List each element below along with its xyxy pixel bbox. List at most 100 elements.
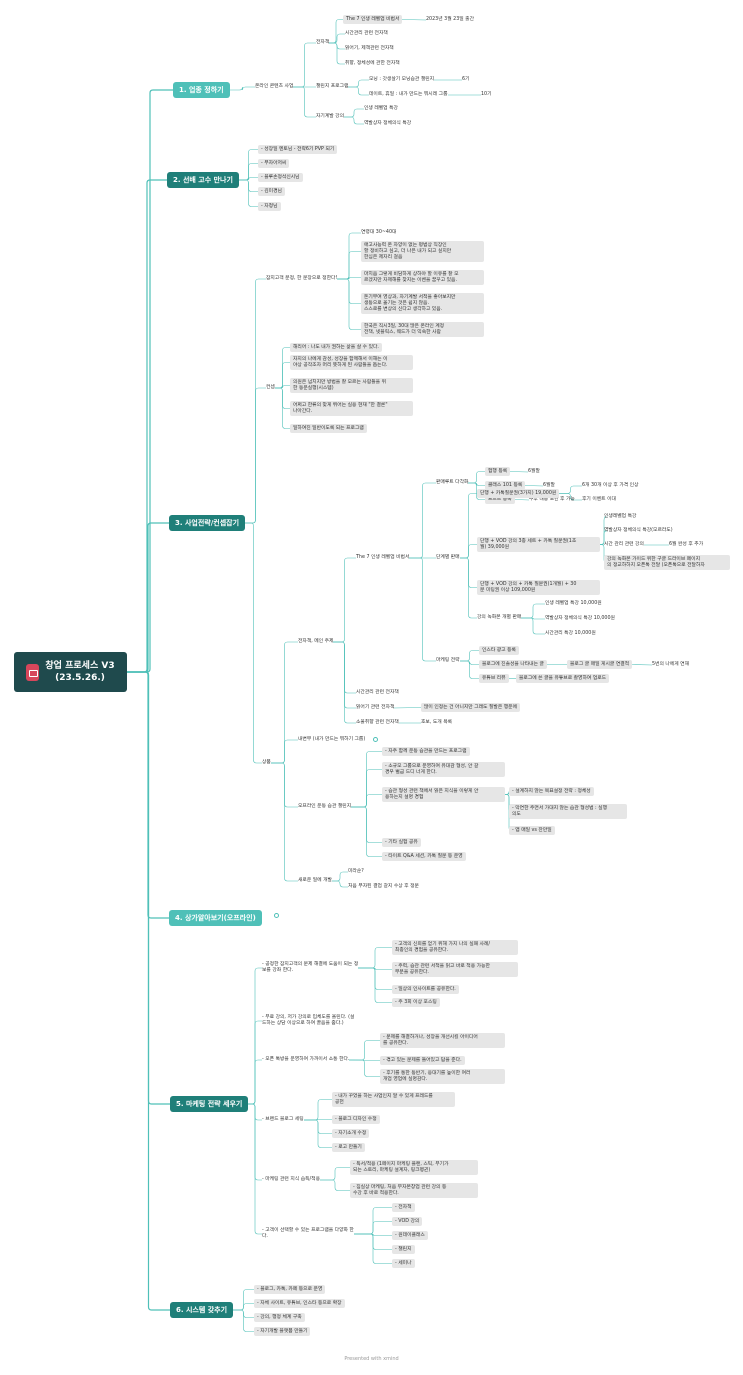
s1-night-gen[interactable]: 10기 [481, 92, 492, 97]
section-3[interactable]: 3. 사업전략/컨셉잡기 [169, 515, 246, 531]
s3-p2[interactable]: 클래스 101 등록 [485, 481, 526, 490]
s5-d4[interactable]: - 로고 만들기 [332, 1143, 365, 1152]
s3-o3[interactable]: - 습관 형성 관련 책에서 읽은 지식을 이렇게 안 용하는지 설명 경험 [382, 787, 505, 802]
s3-record[interactable]: 강의 녹화본 개별 판매 [477, 615, 522, 620]
s1-hobby-ebook[interactable]: 취향, 정체성에 관한 전자책 [345, 61, 400, 66]
s6-item-4[interactable]: - 자기개발 플랫폼 만들기 [254, 1327, 311, 1336]
section-6[interactable]: 6. 시스템 갖추기 [170, 1302, 234, 1318]
s3-concept[interactable]: 컨셉 [266, 385, 275, 390]
s5-f3[interactable]: - 원데이클래스 [392, 1231, 428, 1240]
s5-a3[interactable]: - 일상의 인사이트를 공유한다. [392, 985, 459, 994]
section-1[interactable]: 1. 업종 정하기 [173, 82, 230, 98]
s1-lecture-1[interactable]: 인생 레벨업 특강 [364, 106, 398, 111]
s5-c3[interactable]: - 후기를 통한 동반기, 응대기를 높이한 여러 개업 영업에 실명감다. [380, 1069, 505, 1084]
s3-m3[interactable]: 유튜브 리뷰 [479, 674, 509, 683]
s3-seven[interactable]: The 7 인생 레벨업 비법서 [356, 555, 410, 560]
s5-e[interactable]: - 마케팅 관련 지식 습득/적용 [262, 1177, 320, 1182]
s3-p1m[interactable]: 6월말 [528, 469, 540, 474]
s3-t4[interactable]: 돈기부여 영상과, 자기계발 서적을 좋아보지만 생동으로 옮기는 것은 쉽지 … [361, 293, 484, 314]
s3-price2c[interactable]: 시간 관리 관련 강의 [604, 542, 644, 547]
s3-t1[interactable]: 연령대 30~40대 [361, 230, 397, 235]
s3-p3[interactable]: 프드트 등록 [485, 495, 515, 504]
collapse-circle-icon[interactable] [373, 737, 378, 742]
s5-a2[interactable]: - 주력, 습관 관련 서적을 읽고 바로 적용 가능한 부분을 공유한다. [392, 962, 518, 977]
s5-d[interactable]: - 브랜드 블로그 세팅 [262, 1117, 304, 1122]
s3-c4[interactable]: 어쩌고 한류의 맞게 뛰어는 실용 현재 "한 결론" 나아간다. [290, 401, 413, 416]
s1-morning-gen[interactable]: 6기 [462, 77, 470, 82]
s5-d2[interactable]: - 블로그 디자인 수정 [332, 1115, 380, 1124]
s1-reading-ebook[interactable]: 읽어기, 제책관련 전자책 [345, 46, 394, 51]
root-node[interactable]: 창업 프로세스 V3 (23.5.26.) [14, 652, 127, 692]
s5-a1[interactable]: - 고객의 신뢰를 얻기 위해 가지 나의 실패 사례/ 최종인의 경험을 공유… [392, 940, 518, 955]
s3-newprog[interactable]: 새로운 일에 개발 [298, 878, 332, 883]
s1-lecture[interactable]: 자기계발 강의 [316, 114, 345, 119]
s3-platform[interactable]: 판매루트 다각화 [436, 480, 469, 485]
s5-e2[interactable]: - 짐실상 마케팅, 처음 무자본창업 관련 강의 등 수강 후 바로 적용한다… [350, 1183, 478, 1198]
s6-item-3[interactable]: - 강의, 행정 체계 구축 [254, 1313, 305, 1322]
s1-time-ebook[interactable]: 시간관리 관련 전자책 [345, 31, 388, 36]
s1-night[interactable]: 데이트, 휴일 : 내가 만드는 뭐시레 그룹 [369, 92, 448, 97]
s3-price2c-note[interactable]: 6월 완성 후 추가 [669, 542, 704, 547]
s5-f4[interactable]: - 챌린지 [392, 1245, 415, 1254]
s5-f5[interactable]: - 세미나 [392, 1259, 415, 1268]
s6-item-1[interactable]: - 블로그, 카톡, 카페 등으로 운영 [254, 1285, 326, 1294]
s3-o2[interactable]: - 소규모 그룹으로 운영하여 유대감 형성, 안 갈 경우 벌금 드디 너게 … [382, 762, 505, 777]
s2-item-4[interactable]: - 김미경님 [258, 187, 285, 196]
s5-f2[interactable]: - VOD 강의 [392, 1217, 423, 1226]
s3-c5[interactable]: 일하여진 일반이도록 되는 프로그램 [290, 424, 367, 433]
s3-marketing[interactable]: 마케팅 전략 [436, 658, 460, 663]
s3-o3a[interactable]: - 설계하지 않는 목표설정 전략 : 정체성 [509, 787, 594, 796]
s3-price1b[interactable]: 후기 이벤트 이대 [582, 497, 616, 502]
s3-price2[interactable]: 단행 + VOD 강의 3종 세트 + 카톡 질문권(1초 월) 39,000원 [477, 537, 600, 552]
s5-f[interactable]: - 고객이 선택할 수 있는 프로그램을 다양화 한 다. [262, 1228, 354, 1239]
s3-m3a[interactable]: 블로그에 쓴 글을 유튜브로 촬영하여 업로드 [516, 674, 610, 683]
s1-book-date[interactable]: 2023년 3월 23일 출간 [426, 17, 475, 22]
s1-lecture-2[interactable]: 역발상자 정체의식 특강 [364, 121, 412, 126]
s1-challenge[interactable]: 챌린지 프로그램 [316, 84, 349, 89]
s3-offline[interactable]: 오프라인 운동 습관 챌린지 [298, 804, 352, 809]
s3-r3[interactable]: 시간관리 특강 10,000원 [545, 631, 596, 636]
s2-item-2[interactable]: - 부자아저씨 [258, 159, 290, 168]
s3-t3[interactable]: 마치음 그렇게 비담하게 상하야 할 이유를 잘 모 르겠지만 자제해를 찾지는… [361, 270, 484, 285]
s5-d1[interactable]: - 내가 꾸었을 하는 사업인지 알 수 있게 프레드를 공헌 [332, 1092, 455, 1107]
s3-pricing[interactable]: 단계별 판매 [436, 555, 460, 560]
s1-ebook[interactable]: 전자책 [316, 40, 330, 45]
s3-price1a[interactable]: 6개 30개 이상 후 가격 인상 [582, 483, 639, 488]
s3-c1[interactable]: 해리어 : 나도 내가 권하는 삶을 살 수 있다. [290, 343, 382, 352]
s3-p3m[interactable]: 추후 내용 보완 후 가능 [529, 497, 575, 502]
expand-circle-icon[interactable] [274, 913, 279, 918]
s3-read-ebook[interactable]: 읽어기 관련 전자책 [356, 705, 395, 710]
s3-o3b[interactable]: - 막연한 주면서 가대지 않는 습관 형성법 : 실행 의도 [509, 804, 627, 819]
s3-read-note[interactable]: 많이 인정는 건 아니지만 그래도 질발은 행운에 [421, 703, 521, 712]
s3-r1[interactable]: 인생 레벨업 특강 10,000원 [545, 601, 602, 606]
s3-m2[interactable]: 블로그에 진솔성을 나타내는 글 [479, 660, 547, 669]
s3-o1[interactable]: - 자주 함께 운동 습관을 만드는 프로그램 [382, 747, 470, 756]
s3-o5[interactable]: - 타이트 Q&A 세션, 카톡 질문 등 운영 [382, 852, 466, 861]
s2-item-5[interactable]: - 자청님 [258, 202, 281, 211]
s3-target[interactable]: 잠지고객 분정, 한 문장으로 정한다! [266, 276, 338, 281]
s3-pref-note[interactable]: 호보, 도개 목록 [421, 720, 453, 725]
s3-price2d[interactable]: 강의 녹화본 가이드 위한 구글 드라이브 페이지 의 정교하하지 오픈톡 전달… [604, 555, 730, 570]
s5-e1[interactable]: - 독서/적용 (1페이지 마케팅 플랜, 스틱, 무기가 되는 스토리, 마케… [350, 1160, 478, 1175]
s3-m2a[interactable]: 블로그 글 매일 게시글 연결적 [567, 660, 633, 669]
s5-d3[interactable]: - 자기소개 수정 [332, 1129, 370, 1138]
s3-c2[interactable]: 자지의 나에게 감성, 성장을 함께해서 이해는 이 야상 공작조자 머리 뜻하… [290, 355, 413, 370]
s3-ebook-group[interactable]: 전자책, 메인 주제 [298, 639, 334, 644]
s3-m1[interactable]: 인스타 광고 등록 [479, 646, 519, 655]
s5-c1[interactable]: - 문제를 해결하거나, 성장을 개선시킬 아이디어 를 공유한다. [380, 1033, 505, 1048]
s5-c2[interactable]: - 겪고 있는 문제를 들어있고 답을 준다. [380, 1056, 465, 1065]
s2-item-3[interactable]: - 블루손정석신시님 [258, 173, 303, 182]
s3-p2m[interactable]: 6월말 [543, 483, 555, 488]
s3-o3c[interactable]: - 앱 매일 vs 잔만일 [509, 826, 555, 835]
s3-t5[interactable]: 한국은 직시3일, 30대 많은 온라인 계정 전책, 넷플릭스, 웨드가 더 … [361, 322, 484, 337]
section-4[interactable]: 4. 상가알아보기(오프라인) [169, 910, 262, 926]
s1-morning[interactable]: 모닝 : 갓생살기 모닝습관 챌린지 [369, 77, 435, 82]
s1-online[interactable]: 온라인 콘텐츠 사업 [255, 84, 294, 89]
s3-product[interactable]: 상품 [262, 760, 271, 765]
s3-content[interactable]: 내변부 (내가 만드는 뭐하기 그룹) [298, 737, 366, 742]
s2-item-1[interactable]: - 성장일 멘토님 - 전략6기 PVP 되기 [258, 145, 338, 154]
s3-price2a[interactable]: 인생레벨업 특강 [604, 514, 637, 519]
s3-price1[interactable]: 단행 + 카톡질문권(3가지) 19,000원 [477, 489, 560, 498]
s3-o4[interactable]: - 기타 실험 공유 [382, 838, 421, 847]
s3-p1[interactable]: 험행 등록 [485, 467, 511, 476]
